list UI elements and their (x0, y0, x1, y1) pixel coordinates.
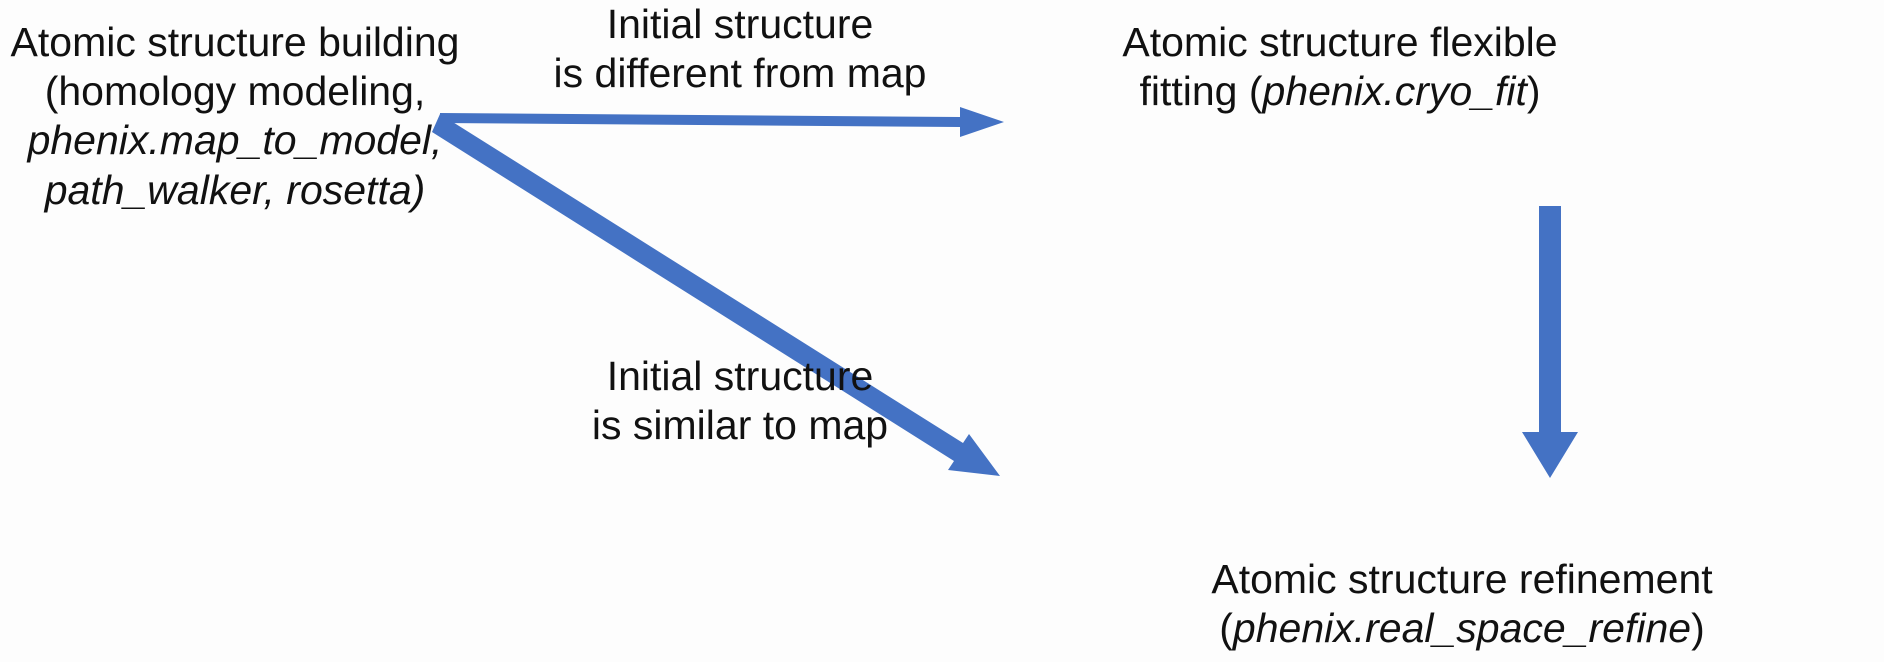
node-fitting-line-1: Atomic structure flexible (1122, 19, 1558, 65)
node-atomic-structure-flexible-fitting[interactable]: Atomic structure flexible fitting (pheni… (1060, 18, 1620, 116)
edge-label-different-from-map: Initial structure is different from map (520, 0, 960, 98)
node-refinement-line-1: Atomic structure refinement (1211, 556, 1713, 602)
edge-label-similar-to-map: Initial structure is similar to map (520, 352, 960, 450)
edge-label-similar-line-2: is similar to map (591, 402, 889, 449)
node-building-line-1: Atomic structure building (10, 19, 460, 65)
node-refinement-suffix: ) (1691, 605, 1705, 652)
node-fitting-prefix: fitting ( (1139, 68, 1263, 115)
arrow-fitting-to-refinement (1522, 206, 1578, 478)
node-building-line-4: path_walker, rosetta) (0, 166, 470, 215)
node-refinement-program: phenix.real_space_refine (1232, 605, 1692, 652)
node-building-line-4-italic: path_walker, rosetta) (44, 166, 426, 213)
node-atomic-structure-building[interactable]: Atomic structure building (homology mode… (0, 18, 470, 215)
edge-label-different-line-2: is different from map (553, 50, 927, 97)
arrow-building-to-fitting (440, 107, 1004, 137)
node-refinement-line-2: (phenix.real_space_refine) (1040, 604, 1884, 653)
edge-label-similar-line-1: Initial structure (606, 353, 874, 399)
node-building-line-2: (homology modeling, (44, 68, 426, 115)
node-atomic-structure-refinement[interactable]: Atomic structure refinement (phenix.real… (1040, 555, 1884, 653)
node-building-line-3: phenix.map_to_model, (27, 117, 443, 164)
node-fitting-suffix: ) (1526, 68, 1541, 115)
node-fitting-line-2: fitting (phenix.cryo_fit) (1060, 67, 1620, 116)
edge-label-different-line-1: Initial structure (606, 1, 874, 47)
node-fitting-program: phenix.cryo_fit (1262, 68, 1527, 115)
node-refinement-prefix: ( (1219, 605, 1233, 652)
